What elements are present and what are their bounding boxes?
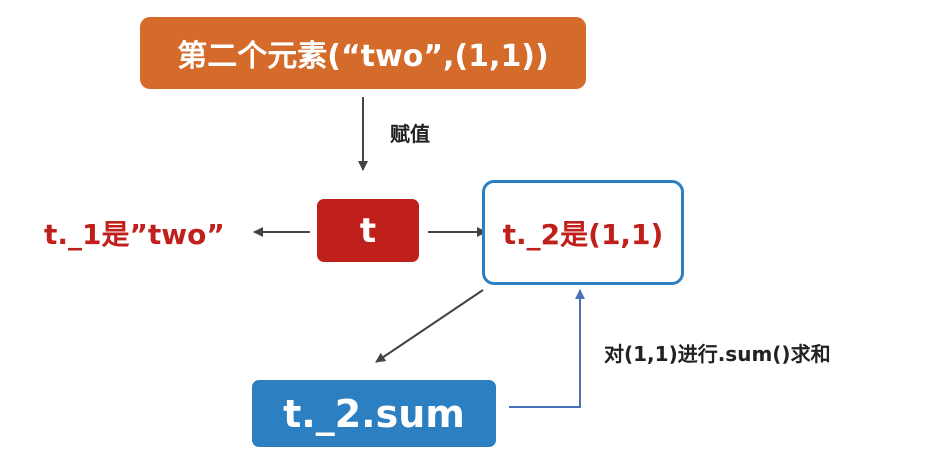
t-box: t [317,199,419,262]
sum-down-arrow [375,289,484,363]
t2-box: t._2是(1,1) [482,180,684,285]
t1-label: t._1是”two” [44,218,225,251]
sum-operation-label: 对(1,1)进行.sum()求和 [604,342,831,366]
sum-box: t._2.sum [252,380,496,447]
sum-return-arrow [509,289,585,408]
second-element-box: 第二个元素(“two”,(1,1)) [140,17,586,89]
assign-label: 赋值 [390,122,430,146]
